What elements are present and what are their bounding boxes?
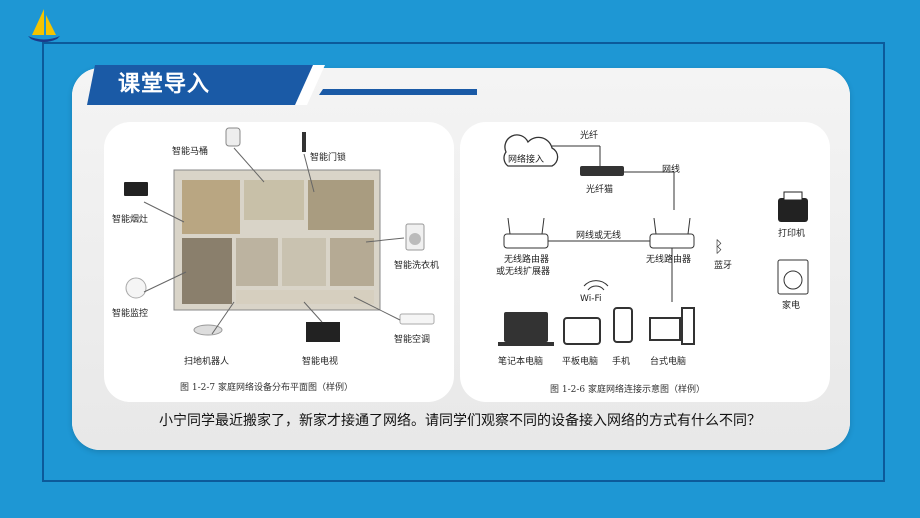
laptop-icon	[504, 312, 548, 342]
label-smart-door-lock: 智能门锁	[310, 153, 347, 163]
floor-plan-panel: 智能马桶 智能门锁 智能烟灶 智能洗衣机 智能监控 智能空调 扫地机器人 智能电…	[104, 122, 454, 402]
router-ext-icon	[503, 233, 549, 249]
label-smart-range-hood: 智能烟灶	[112, 215, 149, 225]
network-panel: ᛒ 网络接入 光纤 光纤猫 网线 网线或无线 无线路由器 或无线扩展器 无线路由…	[460, 122, 830, 402]
question-text: 小宁同学最近搬家了，新家才接通了网络。请同学们观察不同的设备接入网络的方式有什么…	[159, 413, 761, 429]
label-smart-ac: 智能空调	[394, 335, 431, 345]
monitor-icon	[649, 317, 681, 341]
label-smart-tv: 智能电视	[302, 357, 339, 367]
label-desktop: 台式电脑	[650, 357, 687, 367]
label-wireless-router: 无线路由器	[646, 255, 692, 265]
modem-icon	[580, 166, 624, 176]
label-wireless-router-ext-line2: 或无线扩展器	[496, 267, 551, 277]
label-smart-camera: 智能监控	[112, 309, 149, 319]
section-banner	[87, 65, 477, 105]
label-phone: 手机	[612, 357, 631, 367]
label-wired-or-wireless: 网线或无线	[576, 231, 622, 241]
printer-icon	[778, 198, 808, 222]
cloud-icon	[503, 134, 559, 167]
label-laptop: 笔记本电脑	[498, 357, 544, 367]
label-tablet: 平板电脑	[562, 357, 599, 367]
label-internet: 网络接入	[508, 155, 545, 165]
desktop-tower-icon	[681, 307, 695, 345]
label-fiber: 光纤	[580, 131, 599, 141]
right-figure-caption: 图 1-2-6 家庭网络连接示意图（样例）	[550, 385, 705, 395]
label-printer: 打印机	[778, 229, 806, 239]
network-diagram: ᛒ	[498, 134, 809, 346]
section-title: 课堂导入	[118, 72, 211, 97]
sailboat-logo-icon	[28, 9, 60, 42]
label-bluetooth: 蓝牙	[714, 261, 733, 271]
left-figure-caption: 图 1-2-7 家庭网络设备分布平面图（样例）	[180, 383, 353, 393]
phone-icon	[613, 307, 633, 343]
floor-plan-figure	[124, 127, 435, 342]
tablet-icon	[563, 317, 601, 345]
bluetooth-icon: ᛒ	[714, 237, 724, 256]
label-appliance: 家电	[782, 301, 801, 311]
label-smart-washer: 智能洗衣机	[394, 261, 440, 271]
slide-frame	[42, 42, 885, 482]
label-cable: 网线	[662, 165, 681, 175]
label-wifi: Wi-Fi	[580, 294, 602, 304]
label-modem: 光纤猫	[586, 185, 614, 195]
router-icon	[649, 233, 695, 249]
label-smart-toilet: 智能马桶	[172, 147, 209, 157]
wifi-icon	[583, 280, 609, 291]
label-robot-vacuum: 扫地机器人	[184, 357, 230, 367]
label-wireless-router-ext: 无线路由器	[504, 255, 550, 265]
